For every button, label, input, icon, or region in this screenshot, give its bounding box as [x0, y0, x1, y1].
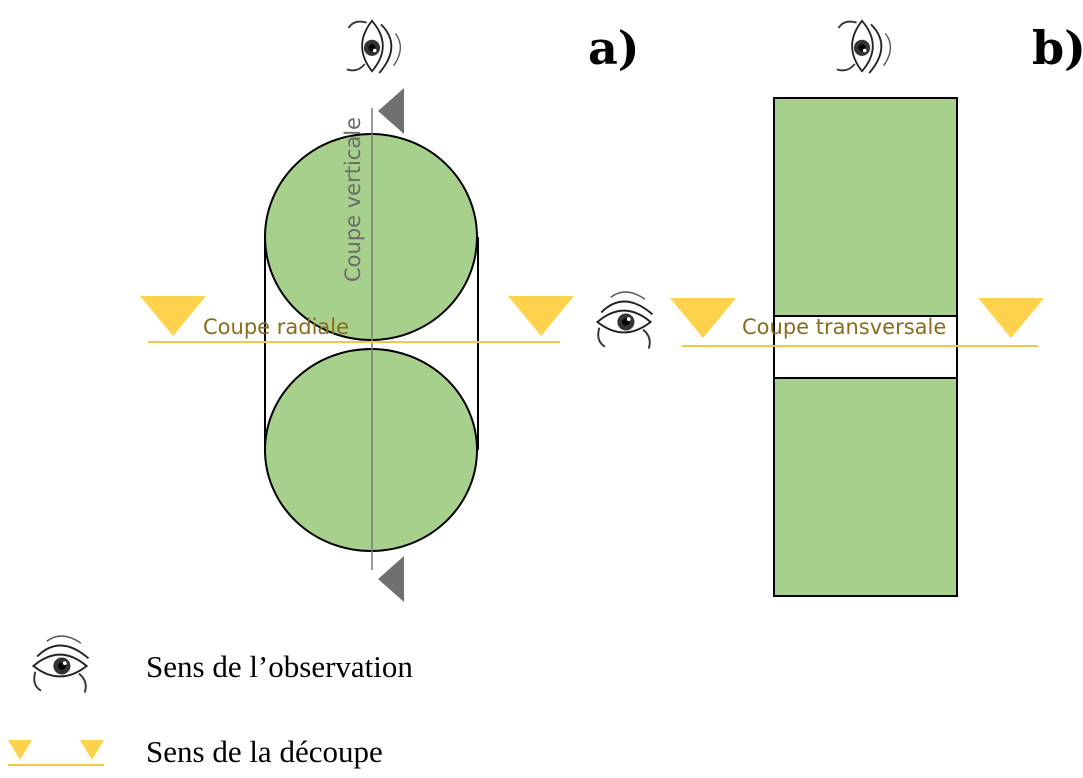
transverse-cut-label: Coupe transversale — [742, 315, 946, 339]
eye-icon — [835, 19, 892, 74]
cut-marker-icon — [670, 298, 736, 338]
radial-cut-label: Coupe radiale — [203, 315, 349, 339]
panel-a: a) Coupe verticale Coupe radiale — [140, 19, 640, 602]
legend-observation: Sens de l’observation — [146, 649, 413, 684]
cut-marker-icon — [8, 740, 104, 766]
vertical-cut-marker-icon — [378, 88, 404, 134]
eye-icon — [32, 635, 90, 694]
legend-cut-direction: Sens de la découpe — [146, 734, 383, 769]
top-disc — [264, 133, 478, 341]
eye-icon — [345, 19, 402, 74]
bottom-disc — [264, 348, 478, 552]
vertical-cut-marker-icon — [378, 556, 404, 602]
cut-marker-icon — [508, 296, 574, 336]
eye-icon — [596, 291, 654, 350]
cut-marker-icon — [978, 298, 1044, 338]
panel-b: b) Coupe transversale — [596, 19, 1083, 597]
legend: Sens de l’observation Sens de la découpe — [8, 635, 413, 769]
panel-a-letter: a) — [588, 21, 640, 75]
vertical-cut-label: Coupe verticale — [341, 117, 365, 282]
panel-b-letter: b) — [1032, 21, 1083, 75]
cut-marker-icon — [140, 296, 206, 336]
